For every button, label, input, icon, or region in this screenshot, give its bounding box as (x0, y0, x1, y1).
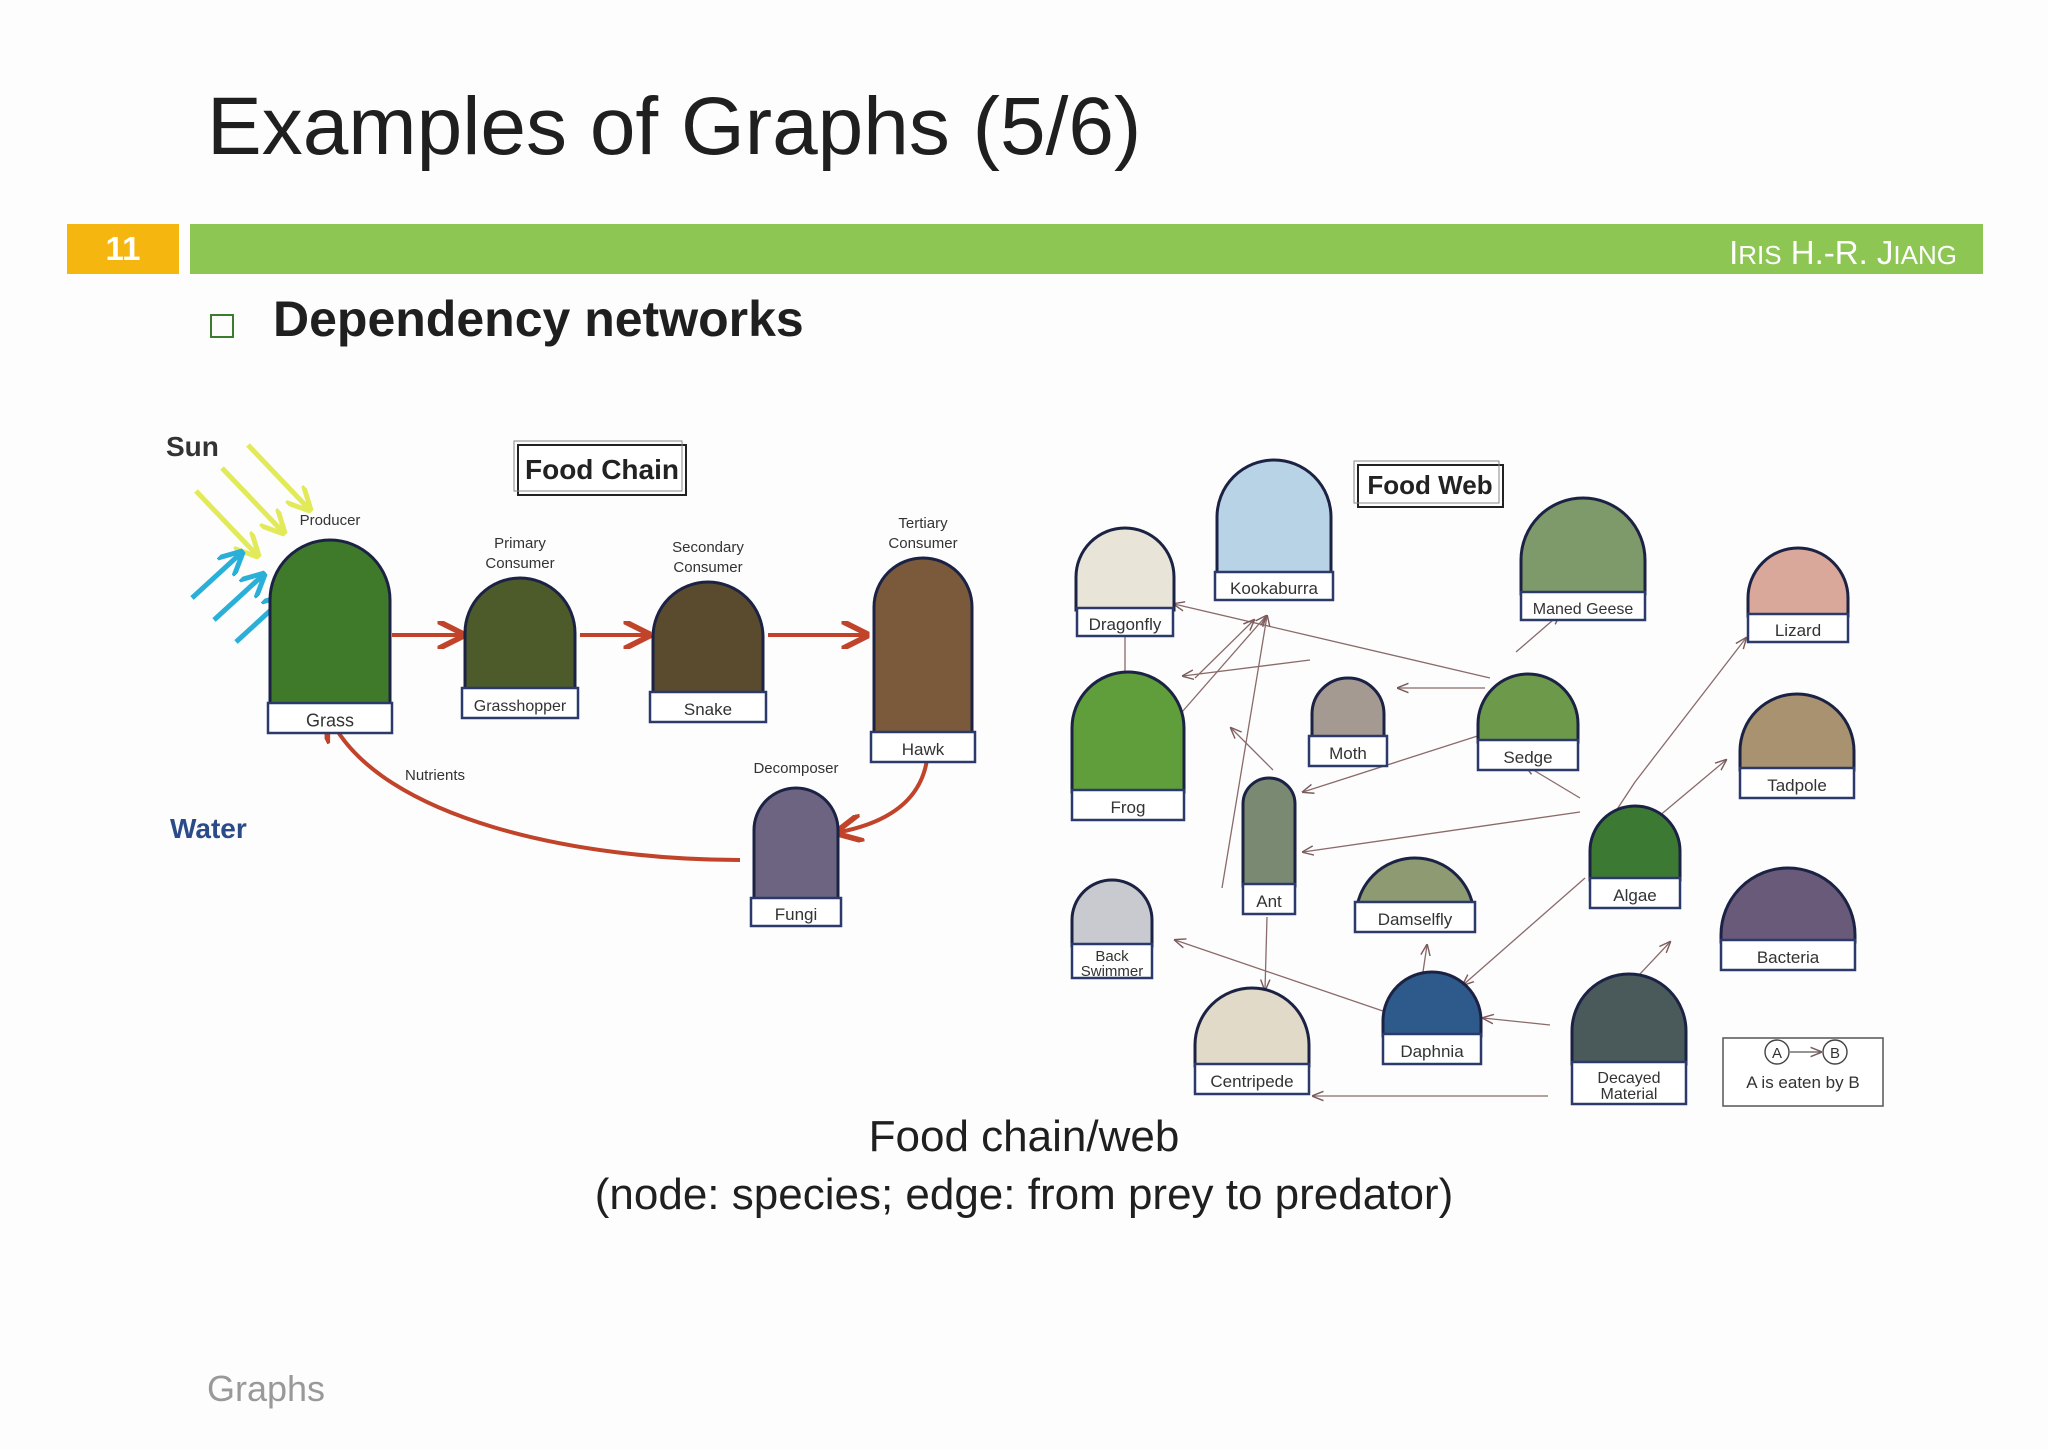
grasshopper-role: Primary (494, 535, 546, 552)
food-web-legend: A B A is eaten by B (1723, 1038, 1883, 1106)
grasshopper-picture (465, 578, 575, 690)
bacteria-picture (1721, 868, 1855, 942)
lizard-picture (1748, 548, 1848, 616)
footer-text: Graphs (207, 1368, 325, 1410)
decayed-material-label-2: Material (1601, 1086, 1658, 1103)
daphnia-label: Daphnia (1400, 1042, 1464, 1061)
dragonfly-label: Dragonfly (1089, 615, 1162, 634)
back-swimmer-label-2: Swimmer (1081, 963, 1144, 980)
node-grass: Grass Producer (268, 512, 392, 733)
node-centipede: Centripede (1195, 988, 1309, 1094)
grass-label: Grass (306, 710, 354, 730)
tadpole-label: Tadpole (1767, 776, 1827, 795)
node-frog: Frog (1072, 672, 1184, 820)
svg-text:A: A (1772, 1045, 1782, 1062)
frog-label: Frog (1111, 798, 1146, 817)
node-dragonfly: Dragonfly (1076, 528, 1174, 636)
node-ant: Ant (1243, 778, 1295, 914)
svg-text:Food Chain: Food Chain (525, 454, 679, 485)
damselfly-label: Damselfly (1378, 910, 1453, 929)
moth-picture (1312, 678, 1384, 738)
centipede-picture (1195, 988, 1309, 1066)
maned-geese-picture (1521, 498, 1645, 594)
kookaburra-picture (1217, 460, 1331, 574)
grasshopper-label: Grasshopper (474, 698, 567, 715)
algae-picture (1590, 806, 1680, 880)
node-sedge: Sedge (1478, 674, 1578, 770)
decayed-material-label: Decayed (1597, 1070, 1660, 1087)
node-lizard: Lizard (1748, 548, 1848, 642)
node-algae: Algae (1590, 806, 1680, 908)
header-bar: IRIS H.-R. JIANG (190, 224, 1983, 274)
bullet-square-icon (210, 314, 234, 338)
food-chain-box-title: Food Chain (514, 441, 686, 495)
hawk-role: Tertiary (898, 515, 948, 532)
author-name: IRIS H.-R. JIANG (1729, 234, 1957, 272)
svg-text:Food Web: Food Web (1367, 470, 1492, 500)
moth-label: Moth (1329, 744, 1367, 763)
snake-role-2: Consumer (673, 559, 742, 576)
node-tadpole: Tadpole (1740, 694, 1854, 798)
grasshopper-role-2: Consumer (485, 555, 554, 572)
snake-label: Snake (684, 700, 732, 719)
maned-geese-label: Maned Geese (1533, 601, 1634, 618)
lizard-label: Lizard (1775, 621, 1821, 640)
ant-picture (1243, 778, 1295, 886)
caption-line-1: Food chain/web (0, 1112, 2048, 1162)
node-kookaburra: Kookaburra (1215, 460, 1333, 600)
node-daphnia: Daphnia (1383, 972, 1481, 1064)
hawk-role-2: Consumer (888, 535, 957, 552)
algae-label: Algae (1613, 886, 1656, 905)
nutrients-label: Nutrients (405, 767, 465, 784)
fungi-role: Decomposer (753, 760, 838, 777)
node-fungi: Fungi Decomposer (751, 760, 841, 926)
bacteria-label: Bacteria (1757, 948, 1820, 967)
dragonfly-picture (1076, 528, 1174, 610)
ant-label: Ant (1256, 892, 1282, 911)
back-swimmer-picture (1072, 880, 1152, 946)
node-moth: Moth (1309, 678, 1387, 766)
water-label: Water (170, 813, 247, 844)
food-chain-web-diagram: Food Chain Sun Water Nutrients Grass Prod… (140, 420, 1900, 1110)
food-web-box-title: Food Web (1354, 461, 1503, 507)
hawk-picture (874, 558, 972, 734)
hawk-label: Hawk (902, 740, 945, 759)
fungi-picture (754, 788, 838, 900)
slide-title: Examples of Graphs (5/6) (207, 80, 1141, 174)
slide-number: 11 (67, 224, 179, 274)
node-damselfly: Damselfly (1355, 858, 1475, 932)
kookaburra-label: Kookaburra (1230, 579, 1318, 598)
grass-picture (270, 540, 390, 705)
grass-role: Producer (300, 512, 361, 529)
sun-label: Sun (166, 431, 219, 462)
sedge-picture (1478, 674, 1578, 742)
food-chain-nodes: GrassProducerGrasshopperPrimaryConsumerS… (268, 512, 975, 926)
caption-line-2: (node: species; edge: from prey to preda… (0, 1170, 2048, 1220)
node-maned-geese: Maned Geese (1521, 498, 1645, 620)
snake-picture (653, 582, 763, 694)
decayed-material-picture (1572, 974, 1686, 1064)
fungi-label: Fungi (775, 905, 818, 924)
centipede-label: Centripede (1210, 1072, 1293, 1091)
sedge-label: Sedge (1503, 748, 1552, 767)
svg-text:A is eaten by B: A is eaten by B (1746, 1073, 1859, 1092)
snake-role: Secondary (672, 539, 744, 556)
node-bacteria: Bacteria (1721, 868, 1855, 970)
frog-picture (1072, 672, 1184, 792)
bullet-text: Dependency networks (273, 290, 804, 348)
svg-text:B: B (1830, 1045, 1840, 1062)
tadpole-picture (1740, 694, 1854, 770)
